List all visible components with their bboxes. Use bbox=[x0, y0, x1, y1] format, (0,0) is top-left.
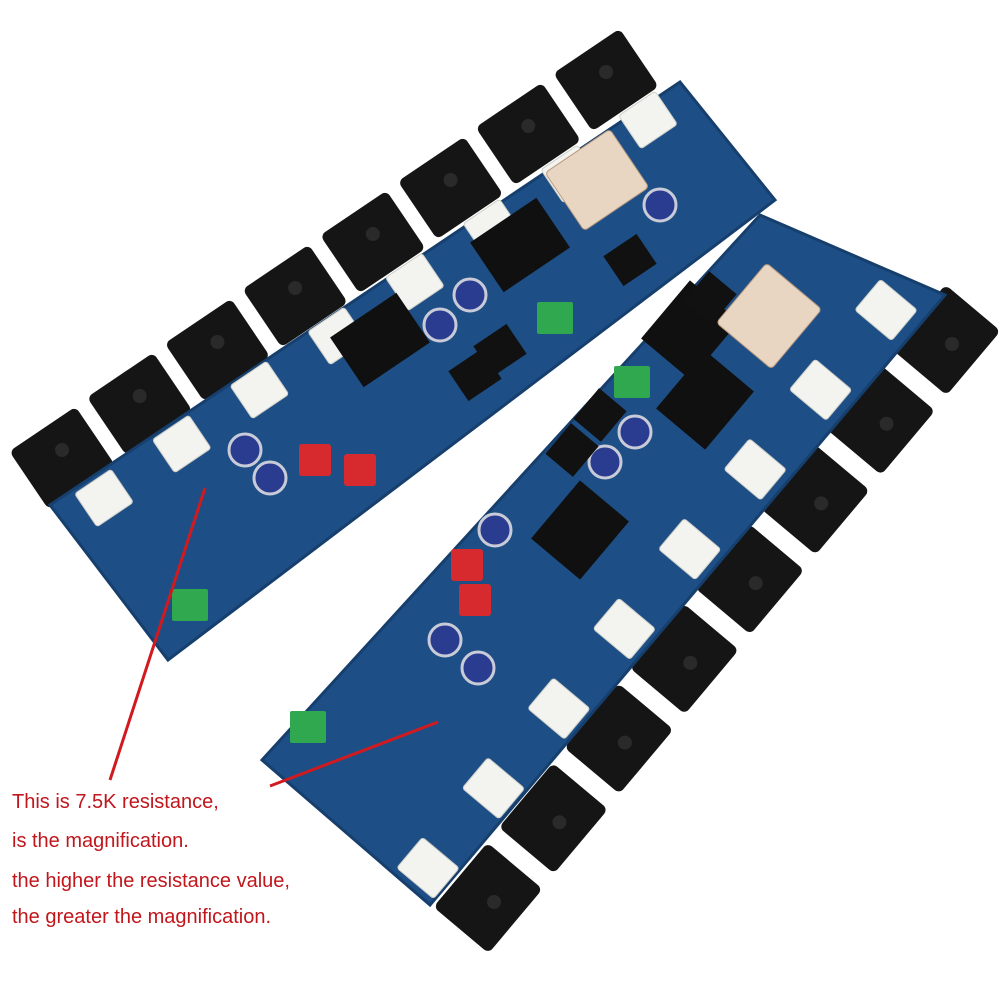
transistor-mount-hole bbox=[748, 576, 763, 591]
electrolytic-capacitor bbox=[427, 622, 463, 658]
annotation-line-4: the greater the magnification. bbox=[12, 906, 272, 928]
electrolytic-capacitor bbox=[422, 307, 458, 343]
electrolytic-capacitor bbox=[460, 650, 496, 686]
power-transistor bbox=[828, 366, 933, 473]
electrolytic-capacitor bbox=[452, 277, 488, 313]
screw-terminal bbox=[683, 271, 737, 325]
power-transistor bbox=[244, 246, 346, 346]
annotation-line-3: the higher the resistance value, bbox=[12, 870, 290, 892]
electrolytic-capacitor bbox=[477, 512, 513, 548]
electrolytic-capacitor bbox=[587, 444, 623, 480]
green-terminal bbox=[172, 589, 208, 621]
white-connector bbox=[855, 279, 917, 341]
screw-terminal bbox=[545, 423, 599, 477]
transistor-mount-hole bbox=[487, 895, 501, 909]
transistor-mount-hole bbox=[365, 227, 380, 241]
heatsink bbox=[656, 350, 754, 450]
screw-terminal bbox=[603, 233, 657, 287]
transistor-mount-hole bbox=[879, 416, 894, 431]
white-connector bbox=[462, 758, 524, 819]
heatsink bbox=[330, 292, 430, 388]
annotation-line-2: is the magnification. bbox=[12, 830, 189, 852]
green-terminal bbox=[537, 302, 573, 334]
film-capacitor bbox=[344, 454, 376, 486]
amplifier-board-left bbox=[11, 30, 778, 663]
green-terminal bbox=[614, 366, 650, 398]
film-capacitor bbox=[459, 584, 491, 616]
power-transistor bbox=[566, 685, 671, 792]
components-right bbox=[290, 264, 917, 899]
electrolytic-capacitor bbox=[252, 460, 288, 496]
relay bbox=[546, 130, 648, 230]
heatsink bbox=[470, 197, 570, 293]
white-connector bbox=[528, 678, 590, 739]
output-transistors-right bbox=[435, 287, 999, 951]
power-transistor bbox=[763, 446, 868, 553]
transistor-mount-hole bbox=[617, 735, 632, 750]
white-connector bbox=[397, 837, 459, 899]
white-connector bbox=[152, 415, 211, 473]
screw-terminal bbox=[573, 388, 627, 442]
green-terminal bbox=[290, 711, 326, 743]
electrolytic-capacitor bbox=[642, 187, 678, 223]
white-connector bbox=[593, 598, 655, 659]
power-transistor bbox=[501, 765, 606, 872]
transistor-mount-hole bbox=[552, 815, 567, 830]
screw-terminal bbox=[473, 323, 527, 377]
pointer-line-left bbox=[108, 487, 207, 781]
transistor-mount-hole bbox=[132, 389, 147, 403]
white-connector bbox=[230, 361, 289, 419]
annotation-line-1: This is 7.5K resistance, bbox=[12, 791, 219, 813]
transistor-mount-hole bbox=[443, 173, 458, 187]
white-connector bbox=[619, 91, 677, 149]
power-transistor bbox=[697, 526, 802, 633]
heatsink bbox=[531, 480, 629, 580]
power-transistor bbox=[477, 84, 579, 184]
power-transistor bbox=[632, 605, 737, 712]
components-left bbox=[75, 91, 678, 621]
transistor-mount-hole bbox=[288, 281, 303, 295]
power-transistor bbox=[555, 30, 657, 130]
transistor-mount-hole bbox=[210, 335, 225, 349]
electrolytic-capacitor bbox=[617, 414, 653, 450]
power-transistor bbox=[893, 287, 999, 393]
power-transistor bbox=[435, 845, 541, 951]
electrolytic-capacitor bbox=[227, 432, 263, 468]
transistor-mount-hole bbox=[814, 496, 829, 511]
transistor-mount-hole bbox=[683, 655, 698, 670]
power-transistor bbox=[322, 192, 424, 292]
white-connector bbox=[724, 439, 786, 500]
pointer-line-right bbox=[269, 720, 439, 788]
film-capacitor bbox=[451, 549, 483, 581]
power-transistor bbox=[400, 138, 501, 238]
transistor-mount-hole bbox=[521, 119, 536, 133]
white-connector bbox=[790, 359, 852, 420]
white-connector bbox=[75, 469, 133, 527]
white-connector bbox=[659, 519, 721, 580]
amplifier-board-right bbox=[259, 213, 999, 951]
film-capacitor bbox=[299, 444, 331, 476]
transistor-mount-hole bbox=[599, 65, 613, 79]
relay bbox=[717, 264, 821, 368]
transistor-mount-hole bbox=[55, 443, 69, 457]
transistor-mount-hole bbox=[945, 337, 959, 351]
